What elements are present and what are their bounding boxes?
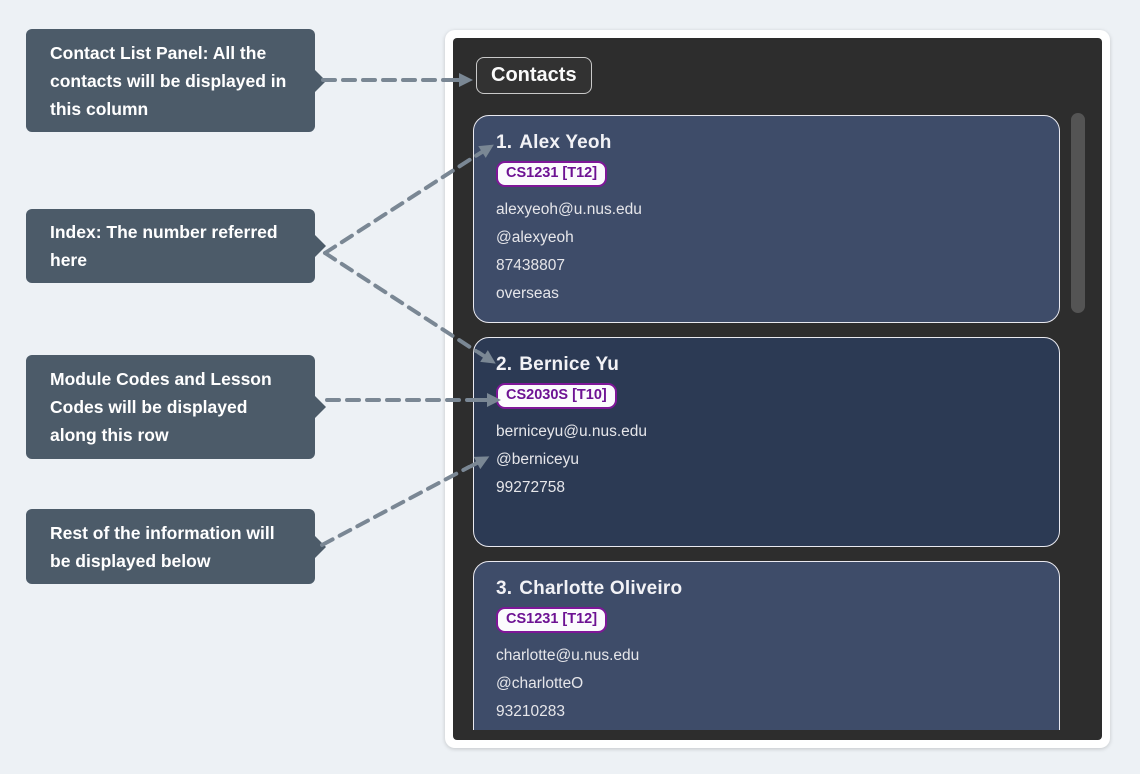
- contact-fields: berniceyu@u.nus.edu @berniceyu 99272758: [496, 418, 1039, 502]
- contact-email: charlotte@u.nus.edu: [496, 647, 640, 664]
- callout-text: Contact List Panel: All the contacts wil…: [50, 42, 287, 119]
- app-window: Contacts 1. Alex Yeoh CS1231 [T12] alexye…: [445, 30, 1110, 748]
- contact-phone: 99272758: [496, 479, 565, 496]
- contact-card-2[interactable]: 2. Bernice Yu CS2030S [T10] berniceyu@u.n…: [473, 337, 1060, 547]
- contact-name: Bernice Yu: [519, 354, 620, 375]
- contact-card-3[interactable]: 3. Charlotte Oliveiro CS1231 [T12] charlo…: [473, 561, 1060, 730]
- contact-name-row: 1. Alex Yeoh: [496, 132, 1039, 154]
- contact-name: Alex Yeoh: [519, 132, 612, 153]
- callout-contact-list-panel: Contact List Panel: All the contacts wil…: [26, 29, 315, 132]
- contact-list: 1. Alex Yeoh CS1231 [T12] alexyeoh@u.nus.…: [473, 115, 1060, 730]
- contact-handle: @alexyeoh: [496, 229, 574, 246]
- contact-name-row: 2. Bernice Yu: [496, 354, 1039, 376]
- callout-text: Module Codes and Lesson Codes will be di…: [50, 369, 272, 445]
- callout-text: Rest of the information will be displaye…: [50, 522, 275, 571]
- contact-card-1[interactable]: 1. Alex Yeoh CS1231 [T12] alexyeoh@u.nus.…: [473, 115, 1060, 323]
- callout-text: Index: The number referred here: [50, 222, 278, 270]
- callout-rest-info: Rest of the information will be displaye…: [26, 509, 315, 584]
- contact-email: berniceyu@u.nus.edu: [496, 423, 648, 440]
- contact-phone: 93210283: [496, 703, 565, 720]
- module-lesson-tag: CS2030S [T10]: [496, 383, 617, 409]
- scrollbar-thumb[interactable]: [1071, 113, 1085, 313]
- contact-handle: @charlotteO: [496, 675, 584, 692]
- callout-module-codes: Module Codes and Lesson Codes will be di…: [26, 355, 315, 459]
- contact-name: Charlotte Oliveiro: [519, 578, 683, 599]
- contact-index: 2.: [496, 354, 513, 375]
- contacts-header-label: Contacts: [476, 57, 592, 94]
- module-lesson-tag: CS1231 [T12]: [496, 607, 608, 633]
- contact-handle: @berniceyu: [496, 451, 579, 468]
- contact-fields: charlotte@u.nus.edu @charlotteO 93210283: [496, 642, 1039, 726]
- contact-fields: alexyeoh@u.nus.edu @alexyeoh 87438807 ov…: [496, 196, 1039, 308]
- contact-list-panel: Contacts 1. Alex Yeoh CS1231 [T12] alexye…: [453, 38, 1102, 740]
- callout-index: Index: The number referred here: [26, 209, 315, 283]
- contact-email: alexyeoh@u.nus.edu: [496, 201, 642, 218]
- contact-index: 3.: [496, 578, 513, 599]
- contact-phone: 87438807: [496, 257, 565, 274]
- contact-name-row: 3. Charlotte Oliveiro: [496, 578, 1039, 600]
- module-lesson-tag: CS1231 [T12]: [496, 161, 608, 187]
- contact-address: overseas: [496, 285, 559, 302]
- contact-index: 1.: [496, 132, 513, 153]
